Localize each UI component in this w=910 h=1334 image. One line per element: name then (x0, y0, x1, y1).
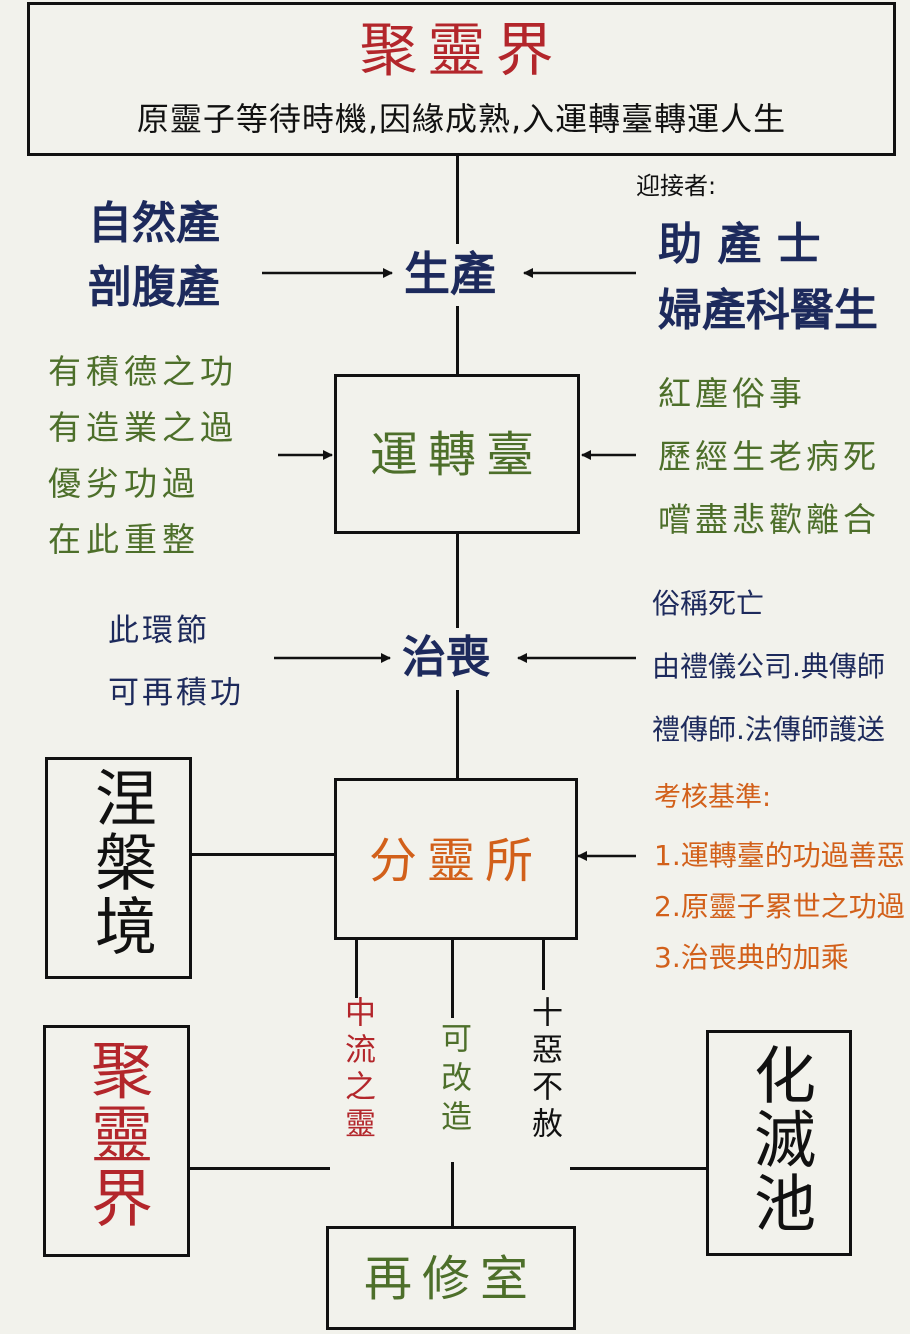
dispatch-caption: 考核基準: (654, 782, 772, 813)
birth-right-item: 助 產 士 (658, 219, 821, 270)
gathering-bottom-box: 聚靈界 (43, 1025, 190, 1257)
branch-reform-label: 可改造 (435, 1022, 471, 1139)
platform-right-list: 紅塵俗事 歷經生老病死 嚐盡悲歡離合 (658, 362, 880, 551)
connector-funeral-to-dispatch (456, 690, 459, 778)
dispatch-label: 分靈所 (368, 833, 543, 889)
platform-right-item: 紅塵俗事 (658, 374, 806, 413)
connector-middle-to-gathering (190, 1167, 330, 1170)
platform-left-item: 在此重整 (48, 520, 200, 559)
birth-right-caption: 迎接者: (636, 172, 717, 200)
connector-evil-to-dissolution (570, 1167, 706, 1170)
platform-right-item: 歷經生老病死 (658, 437, 880, 476)
connector-nirvana-to-dispatch (192, 853, 334, 856)
birth-left-item: 剖腹產 (88, 262, 220, 313)
dissolution-box: 化滅池 (706, 1030, 852, 1256)
dispatch-criteria-list: 1.運轉臺的功過善惡 2.原靈子累世之功過 3.治喪典的加乘 (654, 830, 905, 983)
retraining-box: 再修室 (326, 1226, 576, 1330)
connector-middle-branch (355, 938, 358, 998)
funeral-left-list: 此環節 可再積功 (108, 600, 244, 724)
header-box: 聚靈界 原靈子等待時機,因緣成熟,入運轉臺轉運人生 (27, 2, 896, 156)
platform-left-list: 有積德之功 有造業之過 優劣功過 在此重整 (48, 344, 238, 568)
funeral-right-item: 禮傳師.法傳師護送 (652, 713, 885, 746)
criteria-item: 2.原靈子累世之功過 (654, 890, 905, 923)
funeral-right-item: 俗稱死亡 (652, 587, 765, 620)
connector-birth-to-platform (456, 306, 459, 376)
birth-left-item: 自然產 (88, 198, 220, 249)
branch-evil-label: 十惡不赦 (526, 996, 562, 1144)
connector-evil-branch (542, 938, 545, 990)
funeral-node: 治喪 (402, 632, 490, 683)
platform-label: 運轉臺 (369, 427, 544, 483)
nirvana-box: 涅槃境 (45, 757, 192, 979)
dissolution-label: 化滅池 (743, 1043, 816, 1235)
connector-title-to-birth (456, 154, 459, 244)
retraining-label: 再修室 (363, 1251, 538, 1307)
birth-right-item: 婦產科醫生 (658, 285, 878, 336)
funeral-left-item: 可再積功 (108, 675, 244, 711)
gathering-bottom-label: 聚靈界 (80, 1038, 153, 1230)
dispatch-box: 分靈所 (334, 778, 578, 940)
branch-middle-label: 中流之靈 (339, 996, 375, 1144)
birth-right-list: 助 產 士 婦產科醫生 (658, 212, 878, 344)
criteria-item: 1.運轉臺的功過善惡 (654, 839, 905, 872)
platform-left-item: 有積德之功 (48, 352, 238, 391)
platform-box: 運轉臺 (334, 374, 580, 534)
birth-left-list: 自然產 剖腹產 (88, 192, 220, 320)
connector-platform-to-funeral (456, 532, 459, 628)
header-subtitle: 原靈子等待時機,因緣成熟,入運轉臺轉運人生 (136, 100, 787, 138)
connector-reform-branch-bottom (451, 1162, 454, 1228)
platform-left-item: 優劣功過 (48, 464, 200, 503)
funeral-right-item: 由禮儀公司.典傳師 (652, 650, 885, 683)
birth-node: 生產 (404, 247, 496, 301)
funeral-left-item: 此環節 (108, 613, 210, 649)
criteria-item: 3.治喪典的加乘 (654, 941, 849, 974)
platform-left-item: 有造業之過 (48, 408, 238, 447)
platform-right-item: 嚐盡悲歡離合 (658, 500, 880, 539)
header-title: 聚靈界 (359, 16, 564, 84)
nirvana-label: 涅槃境 (84, 766, 157, 958)
funeral-right-list: 俗稱死亡 由禮儀公司.典傳師 禮傳師.法傳師護送 (652, 572, 885, 761)
connector-reform-branch-top (451, 938, 454, 1018)
